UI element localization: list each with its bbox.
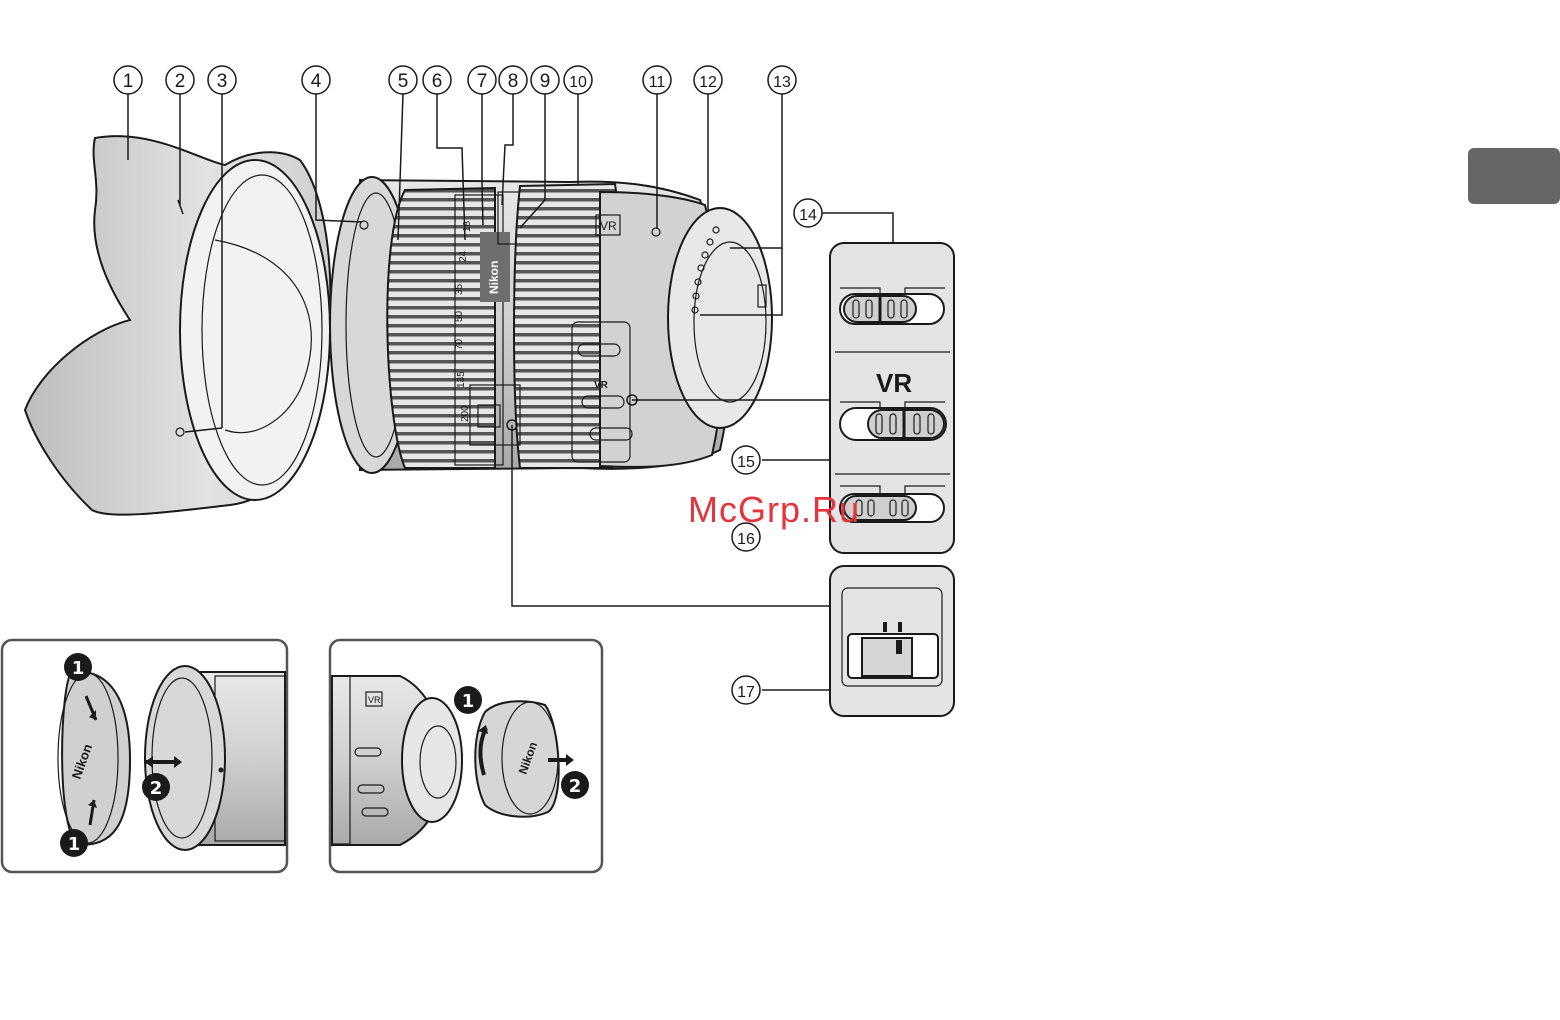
- callout-6: 6: [423, 66, 451, 94]
- callout-9: 9: [531, 66, 559, 94]
- callout-1: 1: [114, 66, 142, 94]
- zoom-lock-mark-right: [898, 622, 902, 632]
- rear-step-bullet-1: 1: [454, 686, 482, 714]
- switch-block-vr-label: VR: [594, 380, 609, 391]
- callout-17: 17: [732, 676, 760, 704]
- zoom-lock-indicator: [896, 640, 902, 654]
- zoom-scale-200: 200: [460, 405, 471, 422]
- svg-text:9: 9: [540, 71, 551, 92]
- svg-text:5: 5: [398, 71, 409, 92]
- front-lens-rim: [145, 666, 225, 850]
- zoom-lock-mark-left: [883, 622, 887, 632]
- lens-brand: Nikon: [487, 261, 501, 294]
- callout-2: 2: [166, 66, 194, 94]
- rear-vr-badge: VR: [368, 695, 381, 705]
- rear-step-bullet-2: 2: [561, 771, 589, 799]
- lens-hood: [25, 136, 330, 515]
- callout-3: 3: [208, 66, 236, 94]
- svg-text:15: 15: [737, 454, 755, 471]
- step-bullet-2: 2: [142, 773, 170, 801]
- svg-text:2: 2: [175, 71, 186, 92]
- step-bullet-1-bottom: 1: [60, 829, 88, 857]
- front-cap-box: Nikon 1 1 2: [2, 640, 287, 872]
- svg-text:1: 1: [68, 834, 81, 855]
- callout-15: 15: [732, 446, 760, 474]
- svg-text:4: 4: [311, 71, 322, 92]
- svg-text:1: 1: [72, 658, 85, 679]
- svg-text:14: 14: [799, 207, 817, 224]
- zoom-lock-switch[interactable]: [862, 638, 912, 676]
- watermark: McGrp.Ru: [688, 489, 860, 530]
- zoom-scale-70: 70: [454, 338, 465, 350]
- callout-5: 5: [389, 66, 417, 94]
- zoom-lock-detail-panel: [830, 566, 954, 716]
- side-tab: [1468, 148, 1560, 204]
- svg-text:1: 1: [123, 71, 134, 92]
- callout-10: 10: [564, 66, 592, 94]
- svg-text:11: 11: [649, 74, 666, 91]
- step-bullet-1-top: 1: [64, 653, 92, 681]
- callout-13: 13: [768, 66, 796, 94]
- svg-text:17: 17: [737, 684, 755, 701]
- callout-11: 11: [643, 66, 671, 94]
- rear-lens-cap: [475, 701, 558, 816]
- vr-switch-label: VR: [876, 368, 912, 398]
- zoom-scale-24: 24: [458, 250, 469, 262]
- callout-14: 14: [794, 199, 822, 227]
- lens-body: 18 24 35 50 70 135 200 Nikon VR VR: [330, 177, 772, 473]
- zoom-scale-35: 35: [454, 283, 465, 295]
- zoom-scale-50: 50: [454, 310, 465, 322]
- svg-text:6: 6: [432, 71, 443, 92]
- callout-7: 7: [468, 66, 496, 94]
- bayonet-mount: [668, 208, 772, 428]
- svg-text:12: 12: [699, 74, 717, 91]
- rear-lens-mount: [402, 698, 462, 822]
- svg-text:2: 2: [150, 778, 163, 799]
- rear-cap-box: VR Nikon 1 2: [330, 640, 602, 872]
- callout-12: 12: [694, 66, 722, 94]
- svg-text:16: 16: [737, 531, 755, 548]
- svg-text:3: 3: [217, 71, 228, 92]
- callout-8: 8: [499, 66, 527, 94]
- svg-text:1: 1: [462, 691, 475, 712]
- zoom-scale-135: 135: [456, 371, 467, 388]
- svg-text:13: 13: [773, 74, 791, 91]
- svg-text:2: 2: [569, 776, 582, 797]
- zoom-ring[interactable]: [387, 188, 495, 468]
- zoom-scale-18: 18: [462, 220, 473, 232]
- svg-text:7: 7: [477, 71, 488, 92]
- vr-badge: VR: [600, 219, 617, 233]
- svg-text:8: 8: [508, 71, 519, 92]
- svg-text:10: 10: [569, 74, 587, 91]
- callout-4: 4: [302, 66, 330, 94]
